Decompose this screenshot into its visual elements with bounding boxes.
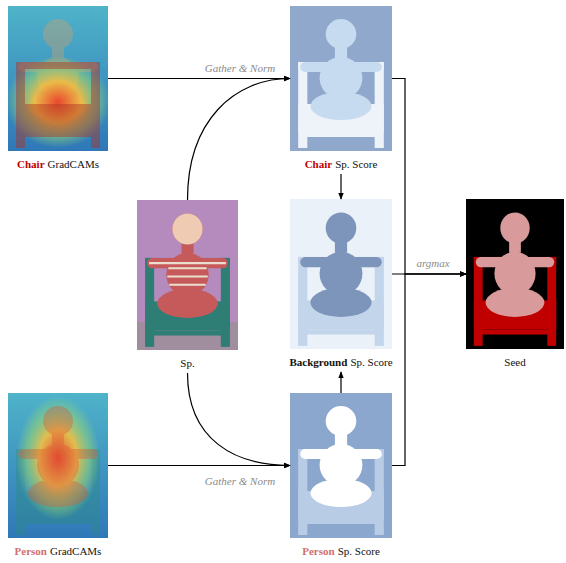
gradcam-panel: PersonGradCAMs bbox=[8, 393, 108, 538]
gradcam-panel: ChairGradCAMs bbox=[8, 6, 108, 151]
operation-label: Gather & Norm bbox=[203, 62, 277, 75]
caption-text: Sp. Score bbox=[338, 545, 380, 557]
panel-caption: PersonGradCAMs bbox=[15, 545, 102, 558]
panel-caption: ChairGradCAMs bbox=[17, 158, 99, 171]
panel-caption: Person Sp. Score bbox=[302, 545, 380, 558]
person-gradcam-image bbox=[8, 393, 108, 538]
connector-arrow bbox=[108, 465, 290, 466]
panel-caption: Sp. bbox=[180, 357, 194, 370]
score-panel: BackgroundSp. Score bbox=[290, 199, 392, 349]
class-name: Person bbox=[302, 545, 334, 557]
connector-arrow bbox=[392, 79, 466, 275]
operation-label: Gather & Norm bbox=[203, 475, 277, 488]
caption-text: Seed bbox=[504, 356, 525, 368]
connector-arrow bbox=[188, 79, 291, 201]
panel-caption: BackgroundSp. Score bbox=[289, 356, 392, 369]
caption-text: GradCAMs bbox=[50, 545, 101, 557]
connector-arrow bbox=[108, 78, 290, 79]
seed-panel: Seed bbox=[466, 199, 564, 349]
caption-text: Sp. Score bbox=[335, 158, 377, 170]
caption-text: GradCAMs bbox=[48, 158, 99, 170]
caption-text: Sp. bbox=[180, 357, 194, 369]
class-name: Chair bbox=[17, 158, 45, 170]
score-panel: PersonSp. Score bbox=[290, 393, 392, 538]
seed-image bbox=[466, 199, 564, 349]
connector-arrow bbox=[340, 174, 341, 199]
superpixel-panel: Sp. bbox=[137, 200, 238, 350]
connector-arrow bbox=[340, 372, 341, 393]
panel-caption: Seed bbox=[504, 356, 525, 369]
panel-caption: ChairSp. Score bbox=[305, 158, 378, 171]
connector-arrow bbox=[188, 373, 291, 466]
chair-score-image bbox=[290, 6, 392, 151]
background-score-image bbox=[290, 199, 392, 349]
chair-gradcam-image bbox=[6, 6, 110, 151]
superpixel-photo bbox=[137, 200, 238, 350]
class-name: Chair bbox=[305, 158, 333, 170]
class-name: Person bbox=[15, 545, 47, 557]
operation-label: argmax bbox=[414, 257, 451, 270]
score-panel: ChairSp. Score bbox=[290, 6, 392, 151]
person-score-image bbox=[290, 393, 392, 538]
caption-text: Sp. Score bbox=[350, 356, 392, 368]
connector-arrow bbox=[392, 274, 466, 466]
class-name: Background bbox=[289, 356, 347, 368]
